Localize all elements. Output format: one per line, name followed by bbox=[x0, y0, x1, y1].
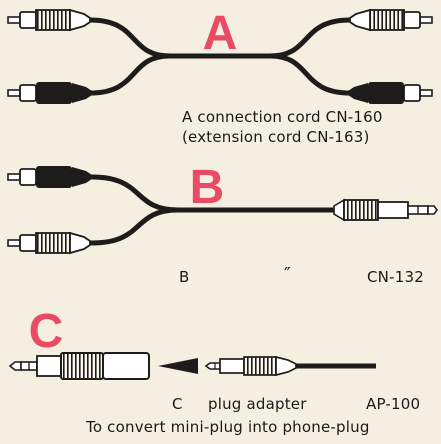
caption-c-name: plug adapter bbox=[208, 395, 307, 413]
caption-b-ditto: ″ bbox=[284, 264, 291, 285]
rca-plug-black-icon bbox=[7, 166, 92, 188]
rca-plug-white-icon bbox=[7, 231, 91, 255]
adapter-c: C bbox=[8, 305, 376, 380]
cord-b: B bbox=[7, 161, 438, 255]
rca-plug-black-icon bbox=[348, 82, 433, 104]
cord-a: A bbox=[7, 7, 433, 104]
phone-plug-icon bbox=[333, 198, 438, 222]
cable-b bbox=[89, 174, 339, 246]
cable-a bbox=[87, 17, 353, 96]
rca-plug-black-icon bbox=[7, 82, 92, 104]
caption-c-line2: To convert mini-plug into phone-plug bbox=[86, 418, 370, 436]
section-letter-c: C bbox=[29, 305, 64, 358]
caption-c-model: AP-100 bbox=[366, 395, 421, 413]
section-letter-a: A bbox=[203, 7, 238, 60]
rca-plug-white-icon bbox=[7, 8, 91, 32]
caption-c-letter: C bbox=[172, 395, 183, 413]
caption-a-line1: A connection cord CN-160 bbox=[182, 108, 383, 126]
caption-b-letter: B bbox=[179, 268, 190, 286]
plug-adapter-icon bbox=[8, 352, 150, 380]
insert-arrow-icon bbox=[158, 358, 198, 374]
caption-b-model: CN-132 bbox=[367, 268, 424, 286]
rca-plug-white-icon bbox=[349, 8, 433, 32]
section-letter-b: B bbox=[190, 161, 225, 214]
caption-a-line2: (extension cord CN-163) bbox=[182, 128, 370, 146]
mini-plug-icon bbox=[204, 355, 376, 377]
